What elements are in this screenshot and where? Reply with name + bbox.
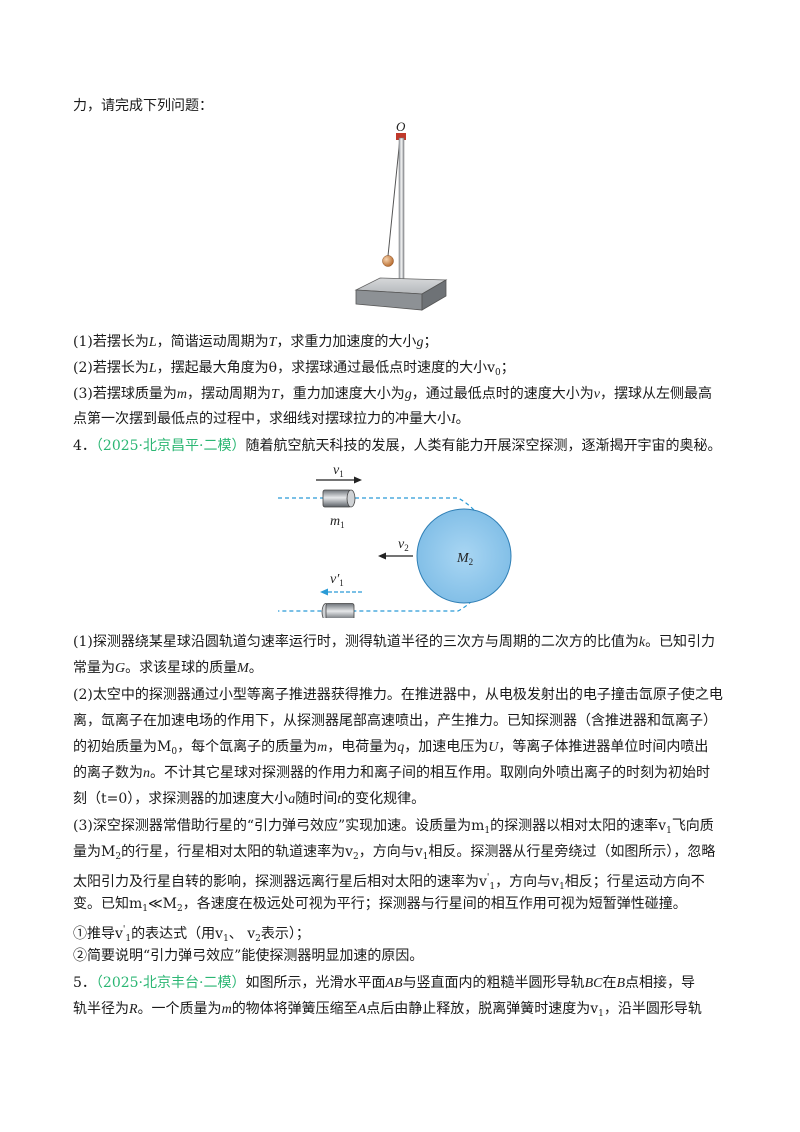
v2-label: v2 (398, 537, 409, 553)
planet-mass-label: M2 (456, 551, 473, 567)
stand-base-side (421, 279, 447, 311)
q4-part3-line4: 变。已知m1≪M2，各速度在极远处可视为平行；探测器与行星间的相互作用可视为短暂… (73, 896, 687, 914)
q4-part3-line3: 太阳引力及行星自转的影响，探测器远离行星后相对太阳的速率为v'1，方向与v1相反… (73, 873, 705, 892)
q3-part3-line1: (3)若摆球质量为m，摆动周期为T，重力加速度大小为g，通过最低点时的速度大小为… (73, 386, 712, 402)
v1-prime-arrowhead (320, 588, 328, 596)
pendulum-string (387, 137, 401, 257)
v1-arrowhead (354, 476, 362, 484)
q4-part3-line1: (3)深空探测器常借助行星的“引力弹弓效应”实现加速。设质量为m1的探测器以相对… (73, 818, 714, 836)
q4-source: （2025·北京昌平·二模） (95, 438, 246, 454)
q5-source: （2025·北京丰台·二模） (95, 975, 246, 991)
q5-line2: 轨半径为R。一个质量为m的物体将弹簧压缩至A点后由静止释放，脱离弹簧时速度为v1… (73, 1001, 702, 1019)
q3-part3-line2: 点第一次摆到最低点的过程中，求细线对摆球拉力的冲量大小I。 (73, 411, 470, 427)
v2-arrowhead (378, 552, 386, 560)
probe-outgoing (325, 603, 355, 618)
q4-subpart1: ①推导v'1的表达式（用v1、 v2表示）； (73, 925, 310, 944)
v1-label: v1 (333, 463, 344, 479)
stand-rod (398, 137, 405, 299)
intro-text: 力，请完成下列问题： (73, 98, 213, 114)
q3-part2: (2)若摆长为L，摆起最大角度为θ，求摆球通过最低点时速度的大小v0； (73, 360, 515, 378)
slingshot-figure: M2 v1 m1 v2 v′1 (278, 463, 512, 618)
q4-stem: 4．（2025·北京昌平·二模）随着航空航天科技的发展，人类有能力开展深空探测，… (73, 438, 722, 454)
q4-part1-line2: 常量为G。求该星球的质量M。 (73, 660, 263, 676)
probe-incoming-cap (346, 489, 356, 508)
q3-part1: (1)若摆长为L，简谐运动周期为T，求重力加速度的大小g； (73, 334, 438, 350)
q4-part2-line1: (2)太空中的探测器通过小型等离子推进器获得推力。在推进器中，从电极发射出的电子… (73, 687, 723, 703)
q5-line1: 5．（2025·北京丰台·二模）如图所示，光滑水平面AB与竖直面内的粗糙半圆形导… (73, 975, 696, 991)
q4-part2-line4: 的离子数为n。不计其它星球对探测器的作用力和离子间的相互作用。取刚向外喷出离子的… (73, 765, 710, 781)
q4-subpart2: ②简要说明“引力弹弓效应”能使探测器明显加速的原因。 (73, 948, 424, 964)
stand-base-front (355, 289, 423, 311)
q4-part2-line3: 的初始质量为M0，每个氙离子的质量为m，电荷量为q，加速电压为U，等离子体推进器… (73, 739, 709, 757)
pivot-label: O (396, 119, 406, 134)
pendulum-figure: O (354, 119, 448, 311)
v1-prime-label: v′1 (330, 572, 344, 588)
m1-label: m1 (330, 514, 345, 530)
q4-part1-line1: (1)探测器绕某星球沿圆轨道匀速率运行时，测得轨道半径的三次方与周期的二次方的比… (73, 634, 716, 650)
pendulum-ball (382, 255, 394, 267)
planet (416, 508, 512, 604)
q4-part2-line5: 刻（t=0），求探测器的加速度大小a随时间t的变化规律。 (73, 791, 426, 807)
pivot-clamp (396, 133, 406, 140)
q4-part3-line2: 量为M2的行星，行星相对太阳的轨道速率为v2，方向与v1相反。探测器从行星旁绕过… (73, 844, 716, 862)
q4-part2-line2: 离，氙离子在加速电场的作用下，从探测器尾部高速喷出，产生推力。已知探测器（含推进… (73, 713, 717, 729)
